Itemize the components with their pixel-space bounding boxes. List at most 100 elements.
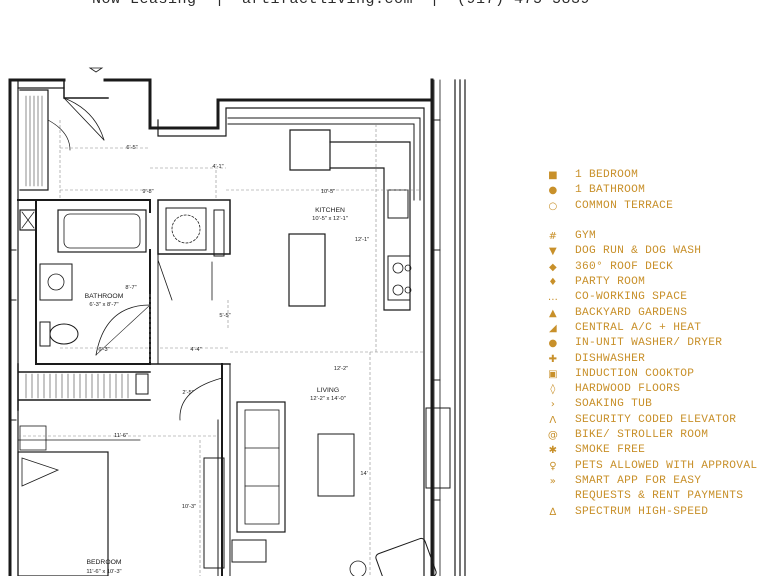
living-label: LIVING xyxy=(317,387,339,394)
exterior-wall xyxy=(63,79,109,99)
legend-label: COMMON TERRACE xyxy=(575,199,674,212)
kitchen-island xyxy=(288,233,326,307)
bathtub-inner xyxy=(63,213,141,249)
legend-item: ∆SPECTRUM HIGH-SPEED xyxy=(540,505,768,520)
plant xyxy=(349,560,367,576)
sofa xyxy=(236,401,286,533)
legend-item: ◊ HARDWOOD FLOORS xyxy=(540,382,768,397)
nightstand xyxy=(19,425,47,451)
vanity xyxy=(39,263,73,301)
dimension-label: 4'-4" xyxy=(190,347,201,353)
website-link[interactable]: artifactliving.com xyxy=(242,0,413,8)
legend-label: REQUESTS & RENT PAYMENTS xyxy=(575,490,744,503)
living-dimensions: 12'-2" x 14'-0" xyxy=(310,396,346,402)
legend-label: GYM xyxy=(575,230,597,243)
legend-item: ● 1 BATHROOM xyxy=(540,183,768,198)
drop-icon: ● xyxy=(548,185,558,197)
legend-label: SMOKE FREE xyxy=(575,444,646,457)
legend-item: ♀PETS ALLOWED WITH APPROVAL xyxy=(540,459,768,474)
now-leasing-text: Now Leasing xyxy=(92,0,197,8)
bed xyxy=(17,451,109,576)
legend-label: DISHWASHER xyxy=(575,352,646,365)
legend-item: REQUESTS & RENT PAYMENTS xyxy=(540,489,768,504)
amenities-legend: ■1 BEDROOM●1 BATHROOM○COMMON TERRACE#GYM… xyxy=(540,168,768,520)
bike-icon: @ xyxy=(547,430,559,442)
cooktop-icon: ▣ xyxy=(548,368,558,380)
coworking-icon: … xyxy=(547,292,559,304)
bedroom-label: BEDROOM xyxy=(86,559,121,566)
dimension-label: 11'-6" xyxy=(114,433,128,439)
legend-item: …CO-WORKING SPACE xyxy=(540,290,768,305)
legend-spacer xyxy=(540,214,768,229)
party-icon: ♦ xyxy=(548,277,558,289)
entry-door xyxy=(63,97,105,141)
bathroom-label: BATHROOM xyxy=(85,293,124,300)
legend-item: » SMART APP FOR EASY xyxy=(540,474,768,489)
legend-item: ◆ 360° ROOF DECK xyxy=(540,260,768,275)
dimension-label: 5'-5" xyxy=(219,313,230,319)
bed-icon: ■ xyxy=(548,170,558,181)
app-icon: » xyxy=(549,475,557,487)
terrace-icon: ○ xyxy=(548,200,558,212)
window xyxy=(11,249,17,421)
legend-label: BIKE/ STROLLER ROOM xyxy=(575,429,709,442)
kitchen-counter xyxy=(329,141,411,311)
dimension-label: 2'-5" xyxy=(182,390,193,396)
smoke-free-icon: ✱ xyxy=(548,445,558,457)
legend-label: SPECTRUM HIGH-SPEED xyxy=(575,505,709,518)
legend-item: ✚DISHWASHER xyxy=(540,352,768,367)
garden-icon: ▲ xyxy=(549,307,557,319)
washer-icon: ● xyxy=(548,338,558,350)
bathroom-door xyxy=(95,304,151,356)
closet-shelf xyxy=(25,95,43,187)
pillow xyxy=(21,457,60,487)
interior-wall xyxy=(227,123,415,201)
phone-number[interactable]: (917) 475-5839 xyxy=(457,0,590,8)
closet-door xyxy=(157,259,213,301)
closet-door xyxy=(47,119,71,151)
legend-item: @ BIKE/ STROLLER ROOM xyxy=(540,428,768,443)
floor-plan: KITCHEN 10'-5" x 12'-1" BATHROOM 6'-3" x… xyxy=(8,67,466,576)
header-separator: | xyxy=(430,0,440,8)
legend-label: IN-UNIT WASHER/ DRYER xyxy=(575,337,723,350)
legend-label: DOG RUN & DOG WASH xyxy=(575,245,702,258)
legend-item: ▣INDUCTION COOKTOP xyxy=(540,367,768,382)
legend-item: ● IN-UNIT WASHER/ DRYER xyxy=(540,336,768,351)
toilet-tank xyxy=(39,321,51,347)
legend-item: ▼DOG RUN & DOG WASH xyxy=(540,244,768,259)
legend-item: ○ COMMON TERRACE xyxy=(540,199,768,214)
bathroom-dimensions: 6'-3" x 8'-7" xyxy=(89,302,118,308)
cooktop xyxy=(387,255,411,301)
bathtub xyxy=(57,209,147,253)
exterior-wall xyxy=(454,79,466,576)
dimension-label: 6'-3" xyxy=(98,347,109,353)
legend-label: 1 BATHROOM xyxy=(575,184,646,197)
legend-item: ◢ CENTRAL A/C + HEAT xyxy=(540,321,768,336)
mechanical-box xyxy=(19,209,37,231)
legend-label: SMART APP FOR EASY xyxy=(575,474,702,487)
legend-label: HARDWOOD FLOORS xyxy=(575,383,681,396)
legend-item: # GYM xyxy=(540,229,768,244)
tub-icon: › xyxy=(550,399,556,411)
legend-item: ♦PARTY ROOM xyxy=(540,275,768,290)
door-arrow xyxy=(88,67,104,73)
dimension-label: 10'-5" xyxy=(321,189,335,195)
legend-label: BACKYARD GARDENS xyxy=(575,306,688,319)
floor-icon: ◊ xyxy=(550,384,556,396)
gym-icon: # xyxy=(548,231,558,243)
closet-shelf xyxy=(25,373,129,399)
legend-label: CENTRAL A/C + HEAT xyxy=(575,321,702,334)
dimension-label: 14' xyxy=(360,471,367,477)
kitchen-dimensions: 10'-5" x 12'-1" xyxy=(312,216,348,222)
sink xyxy=(47,273,65,291)
stool xyxy=(231,539,267,563)
dimension-label: 6'-5" xyxy=(126,145,137,151)
legend-label: 360° ROOF DECK xyxy=(575,260,674,273)
toilet-bowl xyxy=(49,323,79,345)
roof-deck-icon: ◆ xyxy=(549,261,557,273)
coffee-table xyxy=(317,433,355,497)
ac-icon: ◢ xyxy=(549,322,557,334)
dimension-label: 12'-1" xyxy=(355,237,369,243)
tv-console xyxy=(425,407,451,489)
